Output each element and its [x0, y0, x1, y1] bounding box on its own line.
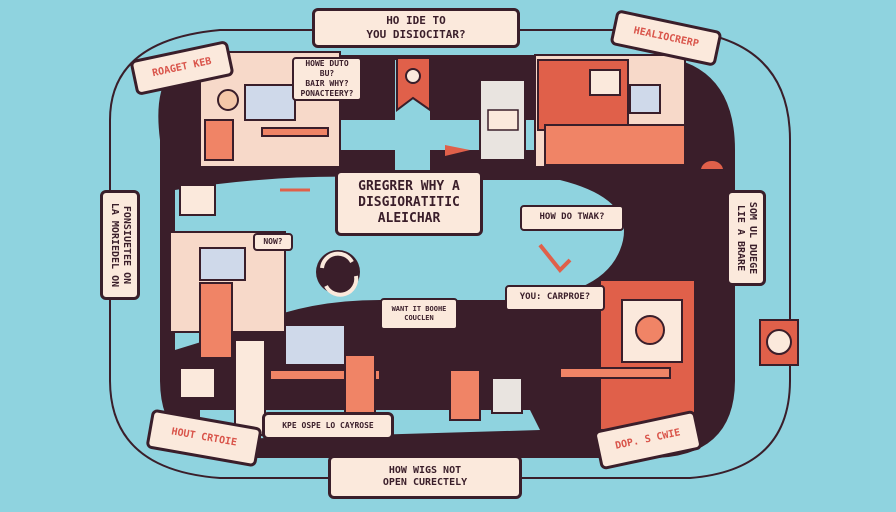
center-sign-line3: ALEICHAR: [377, 211, 441, 227]
bottom-right-sign-text: DOP. S CWIE: [614, 427, 682, 452]
arrow-icon: [445, 145, 470, 156]
desk: [261, 127, 329, 137]
mail-icon: [589, 69, 621, 96]
banner-flag: [396, 57, 431, 112]
right-vertical-line2: LIE A BRARE: [735, 204, 746, 272]
speech-bubble-now: NOW?: [253, 233, 293, 251]
gear-icon: [405, 68, 421, 84]
outer-cycle-line: [109, 29, 791, 479]
standing-person: [199, 282, 233, 359]
top-center-sign: HO IDE TO YOU DISIOCITAR?: [312, 8, 520, 48]
left-vertical-line1: FONSIUETEE ON: [121, 205, 133, 285]
curved-arrow-icon: [538, 243, 572, 273]
center-sign: GREGRER WHY A DISGIORATITIC ALEICHAR: [335, 170, 483, 236]
center-sign-line2: DISGIORATITIC: [358, 194, 460, 210]
bottom-mid-label: KPE OSPE LO CAYROSE: [262, 412, 394, 440]
top-left-sign-text: ROAGET KEB: [151, 55, 213, 79]
speech-how-tweak-text: HOW DO TWAK?: [539, 212, 605, 223]
person-figure-4: [449, 369, 481, 421]
monitor-icon-4: [284, 324, 346, 366]
speech-carproe-text: YOU: CARPROE?: [519, 292, 591, 303]
top-center-sign-line1: HO IDE TO: [386, 14, 446, 28]
document-icon-2: [179, 367, 216, 399]
speech-bubble-carproe: YOU: CARPROE?: [505, 285, 605, 311]
bottom-center-sign-line1: HOW WIGS NOT: [388, 464, 462, 476]
speech-want-line1: WANT IT BOOHE: [391, 305, 447, 314]
person-figure: [204, 119, 234, 161]
document-icon: [179, 184, 216, 216]
bottom-mid-label-text: KPE OSPE LO CAYROSE: [282, 421, 374, 430]
bottom-left-sign-text: HOUT CRTOIE: [170, 426, 238, 449]
speech-top-line2: BAIR WHY?: [305, 79, 349, 88]
speech-bubble-how-tweak: HOW DO TWAK?: [520, 205, 624, 231]
bottom-center-sign-line2: OPEN CURECTELY: [382, 477, 468, 488]
person-head: [217, 89, 239, 111]
desk-4: [269, 369, 381, 381]
monitor-icon-2: [629, 84, 661, 114]
person-figure-2: [234, 339, 266, 436]
recycle-icon: [320, 251, 354, 269]
speech-bubble-top: HOWE DUTO BU? BAIR WHY? PONACTEERY?: [292, 57, 362, 101]
alarm-icon: [766, 329, 792, 355]
speech-bubble-want: WANT IT BOOHE COUCLEN: [380, 298, 458, 330]
desk-3: [559, 367, 671, 379]
speech-now-text: NOW?: [263, 237, 283, 246]
target-icon: [635, 315, 665, 345]
left-vertical-sign: FONSIUETEE ON LA MORIEDEL ON: [100, 190, 140, 300]
recycle-icon-arc: [324, 275, 359, 297]
top-center-sign-line2: YOU DISIOCITAR?: [366, 28, 466, 41]
monitor-icon-3: [199, 247, 246, 281]
center-sign-line1: GREGRER WHY A: [358, 178, 460, 194]
right-vertical-line1: SOM UL DUEGE: [747, 201, 758, 275]
monitor-icon: [244, 84, 296, 121]
machine-screen: [487, 109, 519, 131]
left-vertical-line2: LA MORIEDEL ON: [109, 202, 121, 288]
eye-icon: [698, 159, 726, 171]
speech-top-line1: HOWE DUTO BU?: [305, 59, 349, 78]
right-vertical-sign: SOM UL DUEGE LIE A BRARE: [726, 190, 766, 286]
bottom-center-sign: HOW WIGS NOT OPEN CURECTELY: [328, 455, 522, 499]
desk-2: [544, 124, 686, 166]
speech-want-line2: COUCLEN: [404, 314, 434, 322]
top-right-sign-text: HEALIOCRERP: [632, 24, 700, 50]
speech-top-line3: PONACTEERY?: [300, 89, 354, 98]
computer-tower: [491, 377, 523, 414]
